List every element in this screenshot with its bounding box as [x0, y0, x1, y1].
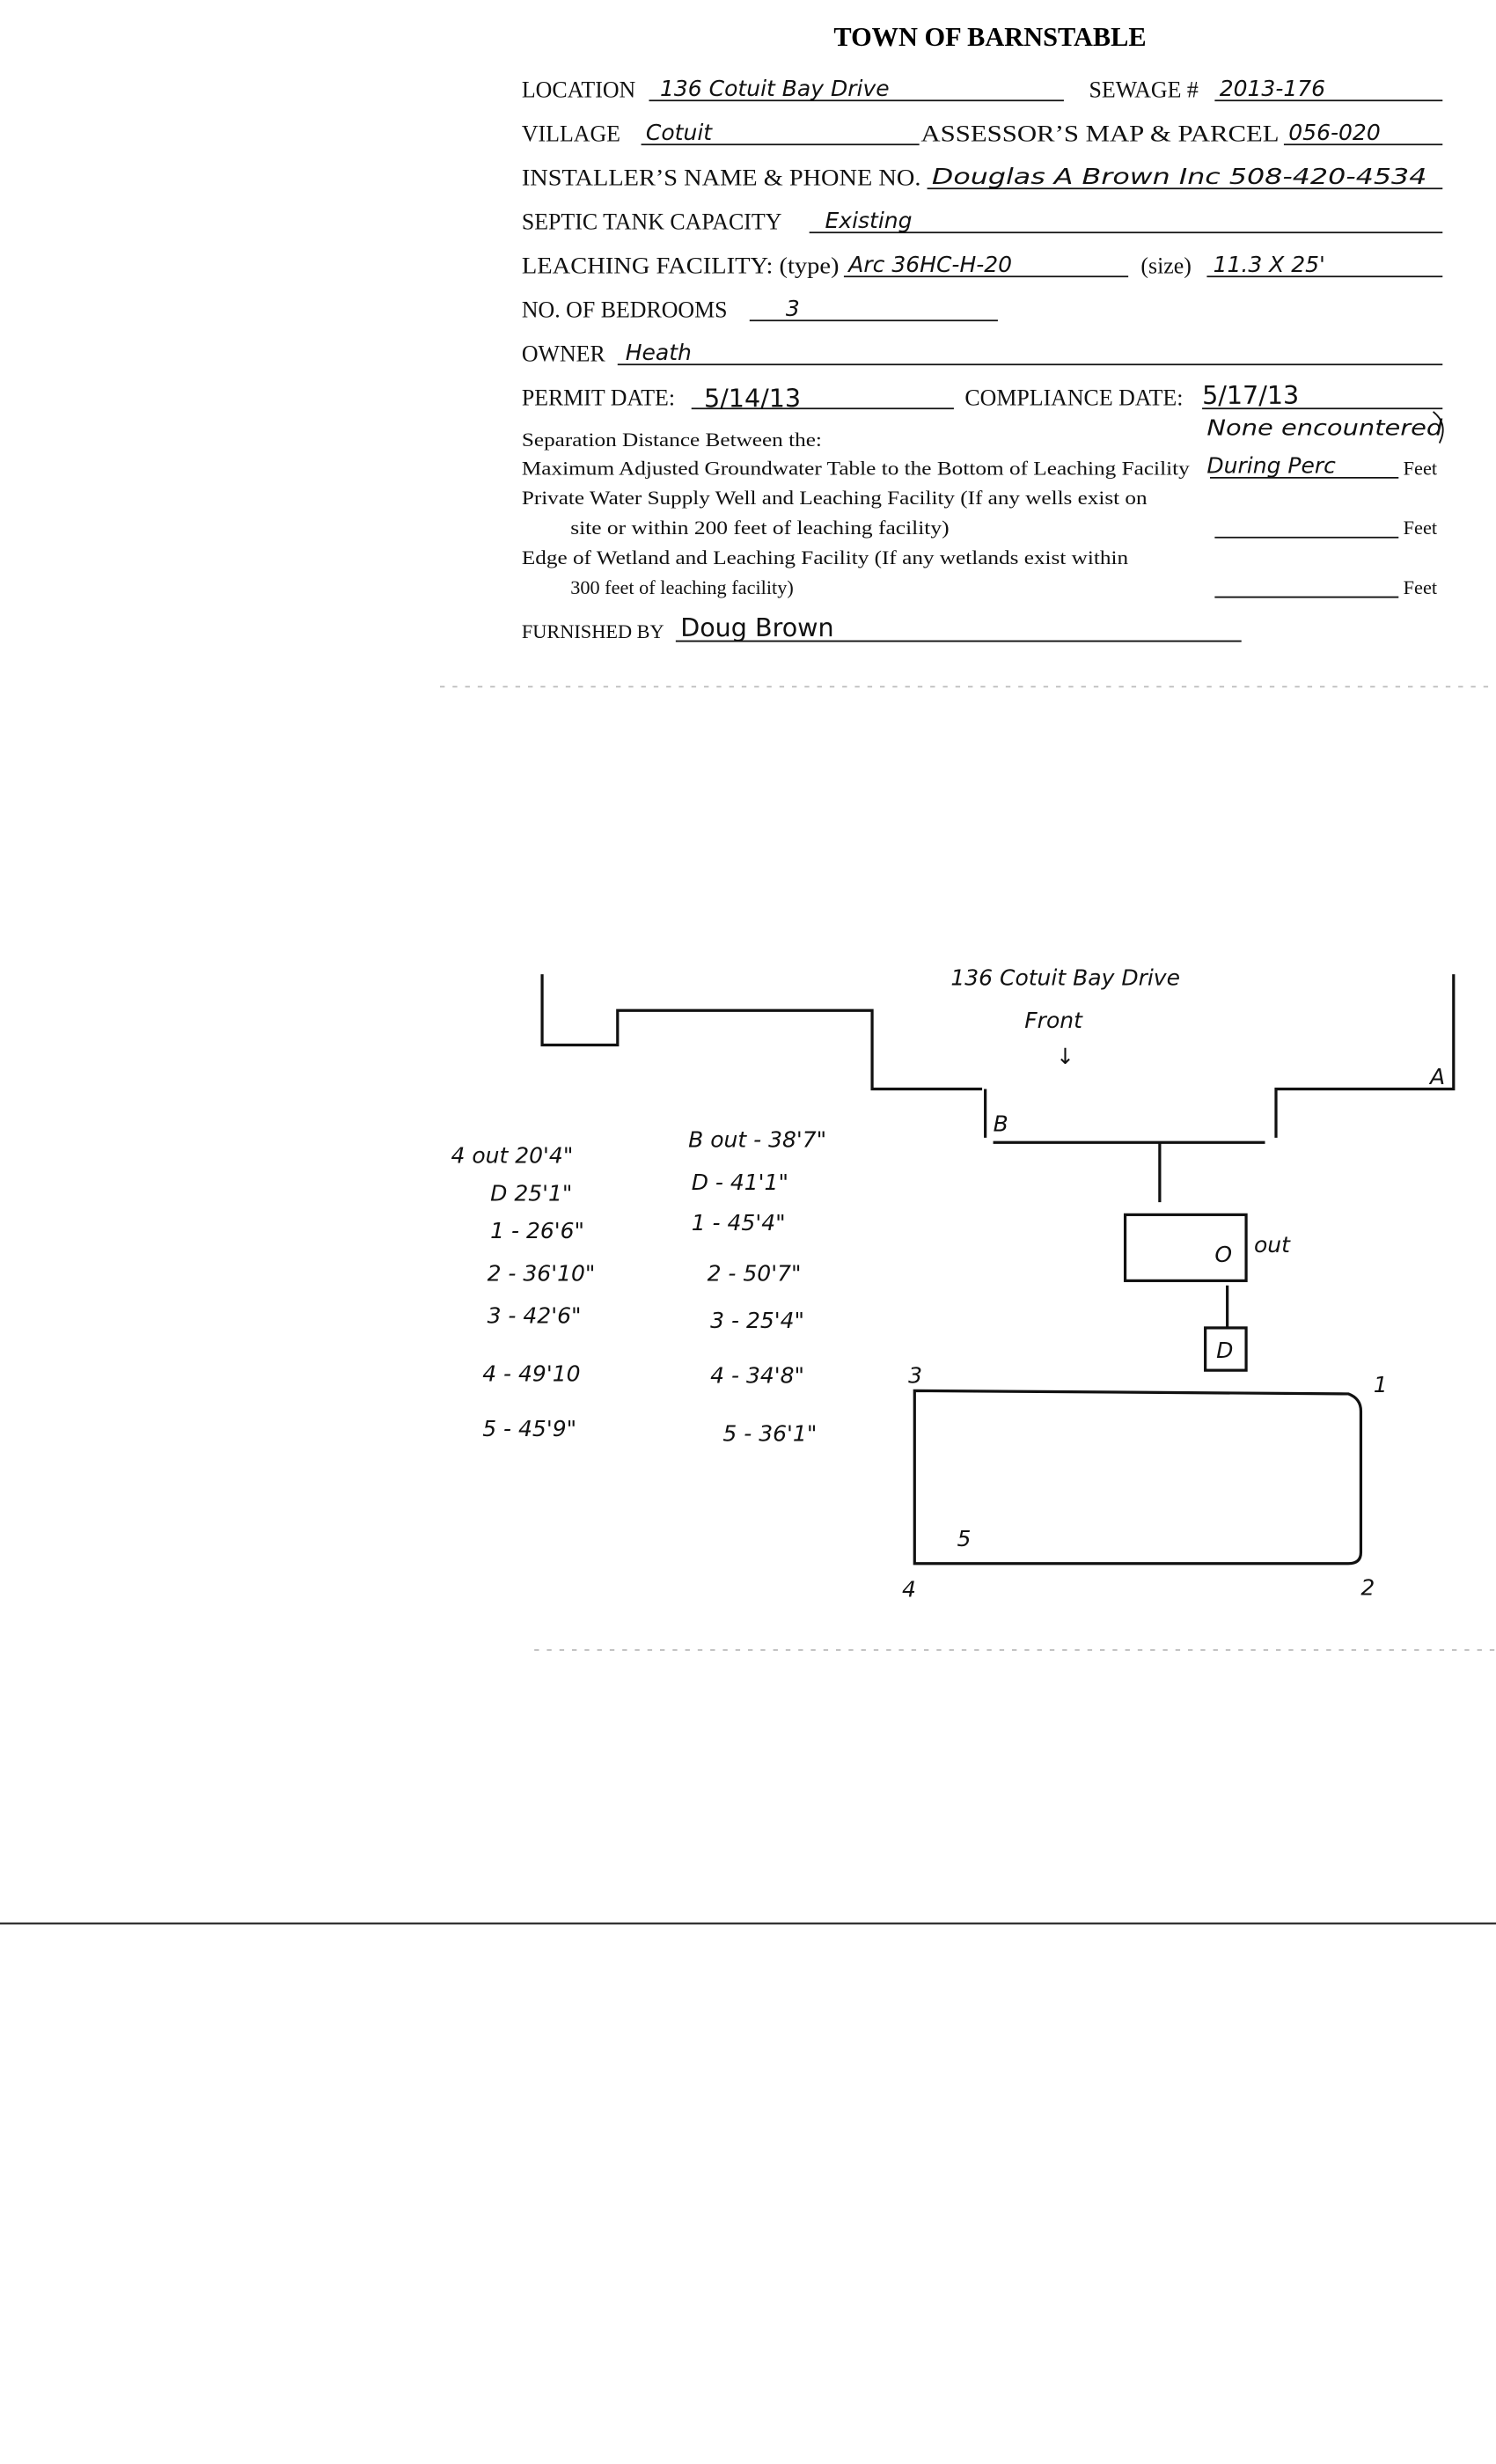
- none-encountered-note: None encountered: [1206, 415, 1442, 441]
- tie-a: 2 - 36'10": [488, 1260, 596, 1286]
- compliance-value: 5/17/13: [1202, 380, 1299, 410]
- wetland-label-2: 300 feet of leaching facility): [570, 576, 794, 598]
- tie-a: 3 - 42'6": [488, 1303, 582, 1329]
- house-outline-left: [540, 974, 983, 1091]
- bedrooms-label: NO. OF BEDROOMS: [522, 297, 728, 323]
- compliance-label: COMPLIANCE DATE:: [964, 385, 1183, 411]
- dbox-label: D: [1216, 1338, 1233, 1363]
- location-value: 136 Cotuit Bay Drive: [660, 76, 890, 101]
- wetland-label-1: Edge of Wetland and Leaching Facility (I…: [522, 546, 1128, 568]
- location-label: LOCATION: [522, 77, 636, 103]
- well-feet: Feet: [1404, 517, 1438, 539]
- tie-a: 5 - 45'9": [482, 1416, 576, 1441]
- septic-label: SEPTIC TANK CAPACITY: [522, 209, 782, 235]
- front-arrow-icon: ↓: [1056, 1044, 1074, 1069]
- permit-form: TOWN OF BARNSTABLE LOCATION 136 Cotuit B…: [522, 22, 1444, 642]
- permit-label: PERMIT DATE:: [522, 385, 675, 411]
- tie-a: 4 out 20'4": [451, 1142, 574, 1168]
- corner-b-label: B: [994, 1111, 1008, 1137]
- permit-value: 5/14/13: [704, 384, 801, 414]
- tie-b: 2 - 50'7": [708, 1260, 802, 1286]
- leaching-label: LEACHING FACILITY: (type): [522, 253, 840, 279]
- ties-from-b: B out - 38'7" D - 41'1" 1 - 45'4" 2 - 50…: [688, 1127, 826, 1447]
- sewage-value: 2013-176: [1220, 76, 1325, 101]
- sketch-address: 136 Cotuit Bay Drive: [950, 965, 1180, 991]
- size-label: (size): [1140, 253, 1191, 279]
- corner-a-label: A: [1428, 1064, 1445, 1089]
- leaching-field: [913, 1389, 1363, 1566]
- tie-a: D 25'1": [490, 1180, 572, 1206]
- field-corner-2: 2: [1360, 1575, 1375, 1601]
- bedrooms-value: 3: [786, 296, 800, 321]
- form-title: TOWN OF BARNSTABLE: [833, 22, 1146, 52]
- furnished-label: FURNISHED BY: [522, 620, 664, 642]
- groundwater-feet: Feet: [1404, 457, 1438, 479]
- well-label-1: Private Water Supply Well and Leaching F…: [522, 487, 1148, 509]
- tank-out-label: out: [1254, 1232, 1291, 1258]
- tank-label: O: [1214, 1242, 1232, 1267]
- groundwater-value: During Perc: [1206, 453, 1336, 479]
- site-sketch: 136 Cotuit Bay Drive Front ↓ A B O out D…: [451, 965, 1456, 1602]
- tie-b: 5 - 36'1": [722, 1421, 817, 1447]
- note-bracket: [1433, 411, 1444, 444]
- well-label-2: site or within 200 feet of leaching faci…: [570, 517, 949, 539]
- field-point-5: 5: [957, 1526, 972, 1551]
- installer-value: Douglas A Brown Inc 508-420-4534: [932, 164, 1427, 189]
- ties-from-a: 4 out 20'4" D 25'1" 1 - 26'6" 2 - 36'10"…: [451, 1142, 596, 1441]
- separation-label: Separation Distance Between the:: [522, 429, 822, 451]
- septic-value: Existing: [825, 208, 913, 233]
- size-value: 11.3 X 25': [1214, 252, 1325, 277]
- parcel-value: 056-020: [1288, 120, 1380, 145]
- furnished-signature: Doug Brown: [680, 612, 833, 642]
- field-corner-1: 1: [1374, 1372, 1388, 1397]
- wetland-feet: Feet: [1404, 576, 1438, 598]
- tie-b: 3 - 25'4": [710, 1308, 804, 1333]
- field-corner-3: 3: [908, 1362, 922, 1388]
- house-outline-right: [1274, 974, 1456, 1138]
- owner-value: Heath: [626, 340, 692, 365]
- tie-b: 4 - 34'8": [710, 1362, 804, 1388]
- owner-label: OWNER: [522, 341, 606, 367]
- groundwater-label: Maximum Adjusted Groundwater Table to th…: [522, 457, 1191, 479]
- front-label: Front: [1024, 1008, 1083, 1033]
- installer-label: INSTALLER’S NAME & PHONE NO.: [522, 165, 921, 191]
- tie-a: 1 - 26'6": [490, 1218, 584, 1243]
- leaching-value: Arc 36HC-H-20: [847, 252, 1012, 277]
- tie-b: B out - 38'7": [688, 1127, 826, 1153]
- septic-tank-box: [1123, 1213, 1248, 1282]
- tie-a: 4 - 49'10: [482, 1361, 580, 1387]
- tie-b: D - 41'1": [692, 1170, 788, 1195]
- tie-b: 1 - 45'4": [692, 1210, 786, 1236]
- sewage-label: SEWAGE #: [1089, 77, 1199, 103]
- village-label: VILLAGE: [522, 121, 620, 147]
- parcel-label: ASSESSOR’S MAP & PARCEL: [920, 121, 1279, 147]
- distribution-box: [1204, 1326, 1248, 1372]
- field-corner-4: 4: [902, 1576, 916, 1602]
- village-value: Cotuit: [646, 120, 713, 145]
